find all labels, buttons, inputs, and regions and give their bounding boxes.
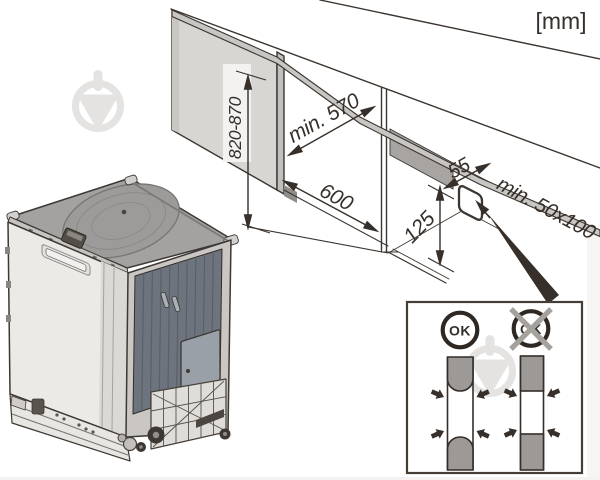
cross-lines bbox=[509, 307, 553, 351]
callout-arrow-icon bbox=[473, 199, 559, 304]
base-rail bbox=[11, 413, 129, 456]
watermark-logo-icon bbox=[464, 335, 516, 397]
scan-edge-band-bottom bbox=[0, 477, 600, 480]
dimension-width bbox=[281, 177, 380, 235]
niche-drawing bbox=[170, 0, 600, 284]
door-trim-line bbox=[111, 267, 115, 433]
dimension-height bbox=[235, 70, 271, 234]
hose-lower-square bbox=[519, 433, 545, 471]
wall-floor-junction bbox=[389, 211, 461, 253]
inset-border bbox=[405, 300, 584, 475]
niche-height-label: 820-870 bbox=[225, 96, 245, 159]
unit-label: [mm] bbox=[535, 8, 586, 34]
door-trim-line bbox=[101, 262, 105, 429]
dimension-rear-clearance bbox=[442, 160, 492, 192]
hose-upper-rounded bbox=[446, 356, 474, 392]
dimensions bbox=[235, 70, 559, 304]
door-handle-recess bbox=[41, 244, 91, 276]
niche-left-panel-shade bbox=[172, 10, 179, 133]
hose-upper-square bbox=[519, 355, 545, 392]
plinth-edge-inner bbox=[392, 248, 450, 280]
counter-back-edge bbox=[319, 0, 600, 60]
pump-housing bbox=[122, 436, 138, 452]
front-foot bbox=[31, 398, 45, 415]
vent-slots bbox=[160, 291, 181, 313]
crossed-ok-circle-icon: OK bbox=[509, 307, 553, 351]
ok-label: OK bbox=[449, 323, 471, 339]
rear-panel-ridges bbox=[141, 251, 214, 412]
door-edge-clips bbox=[5, 247, 11, 322]
base-screws bbox=[55, 413, 95, 434]
dimension-depth bbox=[286, 103, 377, 159]
back-rail bbox=[132, 182, 231, 243]
hose-lower-rounded bbox=[446, 436, 474, 471]
top-screw bbox=[121, 209, 127, 215]
pump-housing-small bbox=[117, 433, 127, 443]
wall-bottom-line bbox=[481, 219, 500, 230]
counter-front-edge-strip bbox=[171, 9, 600, 238]
hose-correct-figure bbox=[428, 356, 492, 471]
rear-wheels bbox=[136, 426, 231, 452]
basket-dark-strip bbox=[196, 409, 224, 428]
floor-back-edge bbox=[283, 189, 389, 247]
floor-front-edge bbox=[247, 226, 389, 254]
dimension-passage-height bbox=[427, 184, 455, 273]
basket-grid bbox=[150, 380, 227, 448]
watermark-logo-icon bbox=[72, 70, 124, 132]
hose-routing-inset: OK OK bbox=[405, 300, 584, 475]
niche-left-panel-edge bbox=[276, 50, 285, 196]
scan-edge-band bbox=[587, 230, 600, 480]
hatch-screw bbox=[186, 369, 190, 373]
hinge-bracket bbox=[10, 395, 27, 411]
dishwasher-illustration bbox=[5, 174, 239, 462]
plinth-edge-outer bbox=[387, 251, 447, 284]
callout-wedge bbox=[488, 214, 559, 304]
door-latch bbox=[61, 227, 87, 249]
hose-passage-opening bbox=[457, 185, 484, 221]
ok-circle-icon: OK bbox=[440, 310, 480, 350]
corner-cap bbox=[124, 174, 138, 186]
hose-incorrect-figure bbox=[501, 355, 563, 471]
counter-underside-edge bbox=[170, 8, 600, 169]
